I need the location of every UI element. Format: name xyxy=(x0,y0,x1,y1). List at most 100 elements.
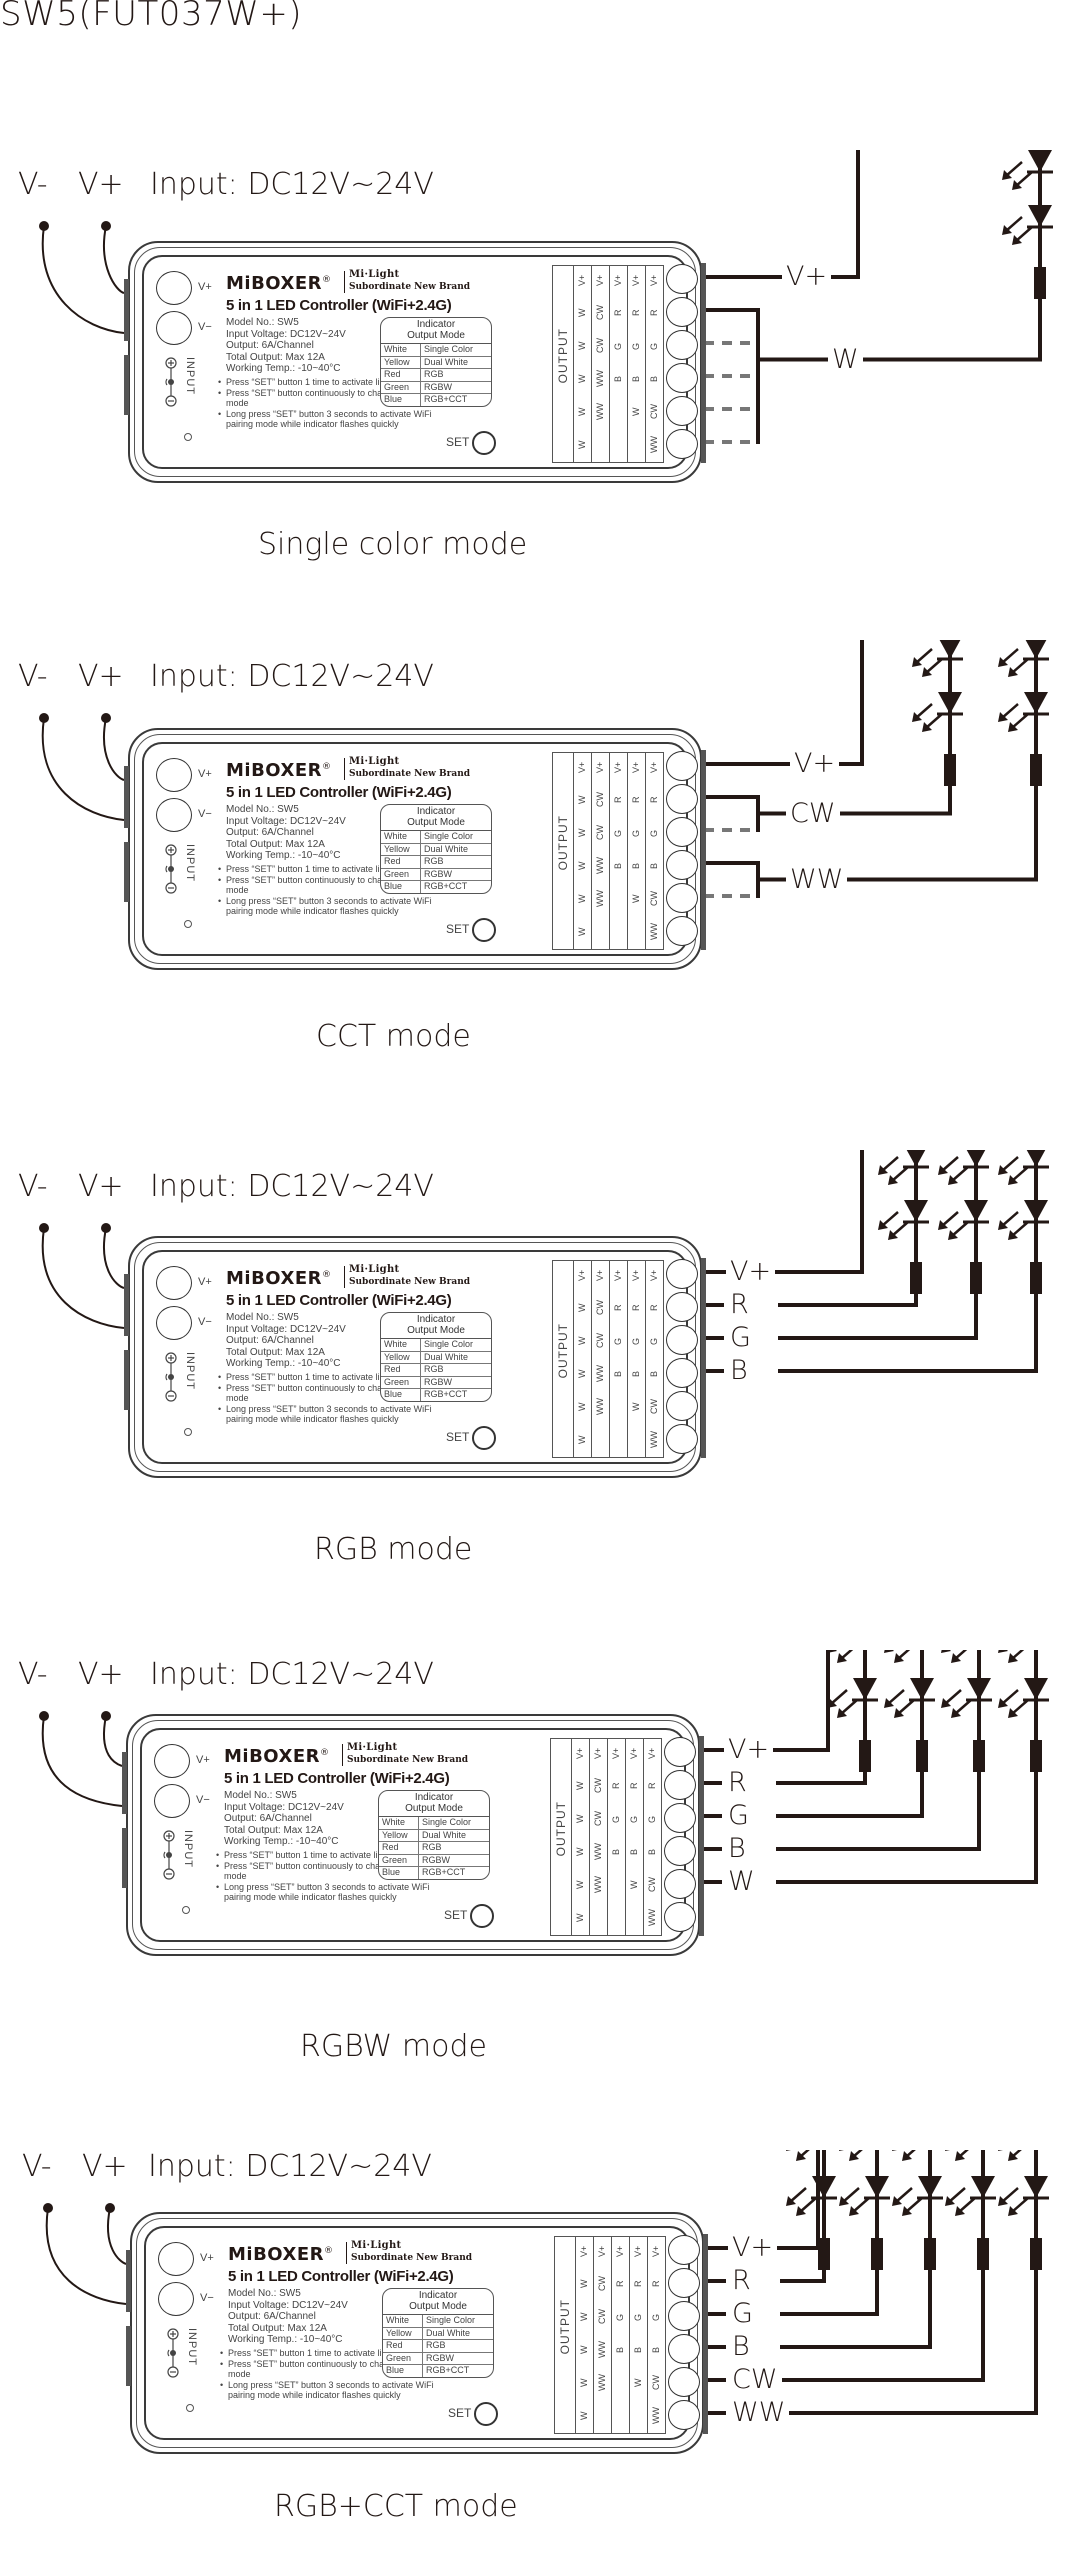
page-title: SW5(FUT037W+) xyxy=(0,0,303,34)
output-pin-label: WW xyxy=(597,2341,607,2359)
output-terminal xyxy=(664,1869,696,1899)
output-pin-label: CW xyxy=(647,1877,657,1893)
output-terminal xyxy=(668,2400,700,2430)
indicator-color: Blue xyxy=(381,1389,421,1401)
indicator-color: Yellow xyxy=(381,843,421,855)
output-pin-label: V+ xyxy=(595,1269,605,1281)
output-pin-label: WW xyxy=(595,890,605,908)
output-pin-label: WW xyxy=(595,1398,605,1416)
spec-line: Total Output: Max 12A xyxy=(228,2322,327,2334)
output-pin-label: WW xyxy=(651,2407,661,2425)
dc-input-polarity-icon xyxy=(165,357,177,407)
spec-line: Model No.: SW5 xyxy=(226,317,299,328)
indicator-color: White xyxy=(381,344,421,356)
set-button[interactable] xyxy=(472,918,496,942)
output-terminal xyxy=(666,330,698,360)
output-pin-label: CW xyxy=(595,792,605,808)
led-diode-icon xyxy=(945,2150,969,2161)
output-pin-label: WW xyxy=(593,1876,603,1894)
output-pin-label: CW xyxy=(649,404,659,420)
output-column-divider xyxy=(645,266,646,462)
product-name: 5 in 1 LED Controller (WiFi+2.4G) xyxy=(226,784,452,801)
output-terminal xyxy=(664,1803,696,1833)
power-plus-terminal xyxy=(154,1744,190,1778)
output-terminal xyxy=(664,1770,696,1800)
power-plus-terminal xyxy=(158,2242,194,2276)
controller-device: V+ V− INPUT MiBOXER® Mi·Light xyxy=(124,1236,711,1478)
led-diode-icon xyxy=(892,2150,916,2161)
wire-label: B xyxy=(728,2332,754,2362)
output-pin-label: V+ xyxy=(611,1747,621,1759)
output-pin-label: B xyxy=(613,1371,623,1378)
wiring-diagram xyxy=(43,2150,1049,2415)
output-title: OUTPUT xyxy=(556,815,570,871)
output-column-divider xyxy=(591,266,592,462)
set-button[interactable] xyxy=(474,2402,498,2426)
instruction-note: Long press “SET” button 3 seconds to act… xyxy=(218,409,432,430)
output-pin-label: WW xyxy=(649,923,659,941)
output-pin-label: CW xyxy=(593,1811,603,1827)
side-groove xyxy=(124,355,129,415)
output-pin-label: W xyxy=(579,2378,589,2388)
v-plus-input-wire xyxy=(103,1227,125,1289)
output-pin-label: B xyxy=(613,863,623,870)
output-pin-label: V+ xyxy=(651,2245,661,2257)
device-faceplate: V+ V− INPUT MiBOXER® Mi·Light xyxy=(142,255,698,469)
output-pin-label: W xyxy=(579,2345,589,2355)
input-wire-port xyxy=(122,1752,127,1814)
set-button[interactable] xyxy=(472,1426,496,1450)
output-pin-label: R xyxy=(633,2280,643,2288)
output-title: OUTPUT xyxy=(554,1801,568,1857)
output-pin-label: W xyxy=(575,1781,585,1791)
output-terminal xyxy=(666,1259,698,1289)
output-pin-label: B xyxy=(629,1849,639,1856)
output-column-divider xyxy=(611,2237,612,2433)
output-pin-label: WW xyxy=(595,403,605,421)
wire-label: V+ xyxy=(782,262,832,292)
input-voltage-label: Input: DC12V~24V xyxy=(150,167,434,202)
output-column-divider xyxy=(607,1739,608,1935)
indicator-mode: RGB+CCT xyxy=(424,1389,468,1399)
led-diode-icon xyxy=(827,1678,878,1718)
v-minus-input-wire xyxy=(41,1715,123,1807)
output-column-divider xyxy=(573,753,574,949)
output-column-divider xyxy=(609,1261,610,1457)
indicator-led xyxy=(186,2404,194,2412)
miboxer-logo: MiBOXER® xyxy=(228,2244,334,2265)
output-column-divider xyxy=(571,1739,572,1935)
output-pin-label: CW xyxy=(597,2276,607,2292)
wire-label: G xyxy=(724,1801,753,1831)
v-plus-input-wire xyxy=(103,717,125,781)
spec-line: Input Voltage: DC12V~24V xyxy=(226,1323,346,1335)
output-terminal xyxy=(666,1358,698,1388)
led-diode-icon xyxy=(912,692,963,732)
spec-line: Model No.: SW5 xyxy=(228,2288,301,2299)
output-terminal xyxy=(666,264,698,294)
instruction-notes: Press “SET” button 1 time to activate li… xyxy=(218,377,432,430)
output-pin-label: V+ xyxy=(613,761,623,773)
output-column-divider xyxy=(629,2237,630,2433)
output-column-divider xyxy=(575,2237,576,2433)
set-button[interactable] xyxy=(470,1904,494,1928)
set-button[interactable] xyxy=(472,431,496,455)
output-terminal xyxy=(666,751,698,781)
output-pin-label: R xyxy=(613,1304,623,1312)
input-wire-port xyxy=(124,1274,129,1336)
instruction-note: Press “SET” button continuously to chang… xyxy=(216,1861,430,1882)
wire-label: WW xyxy=(728,2398,790,2428)
output-pin-label: W xyxy=(631,1402,641,1412)
wire-label: G xyxy=(728,2299,757,2329)
led-diode-icon xyxy=(827,1650,854,1663)
v-minus-input-wire xyxy=(41,1227,125,1329)
